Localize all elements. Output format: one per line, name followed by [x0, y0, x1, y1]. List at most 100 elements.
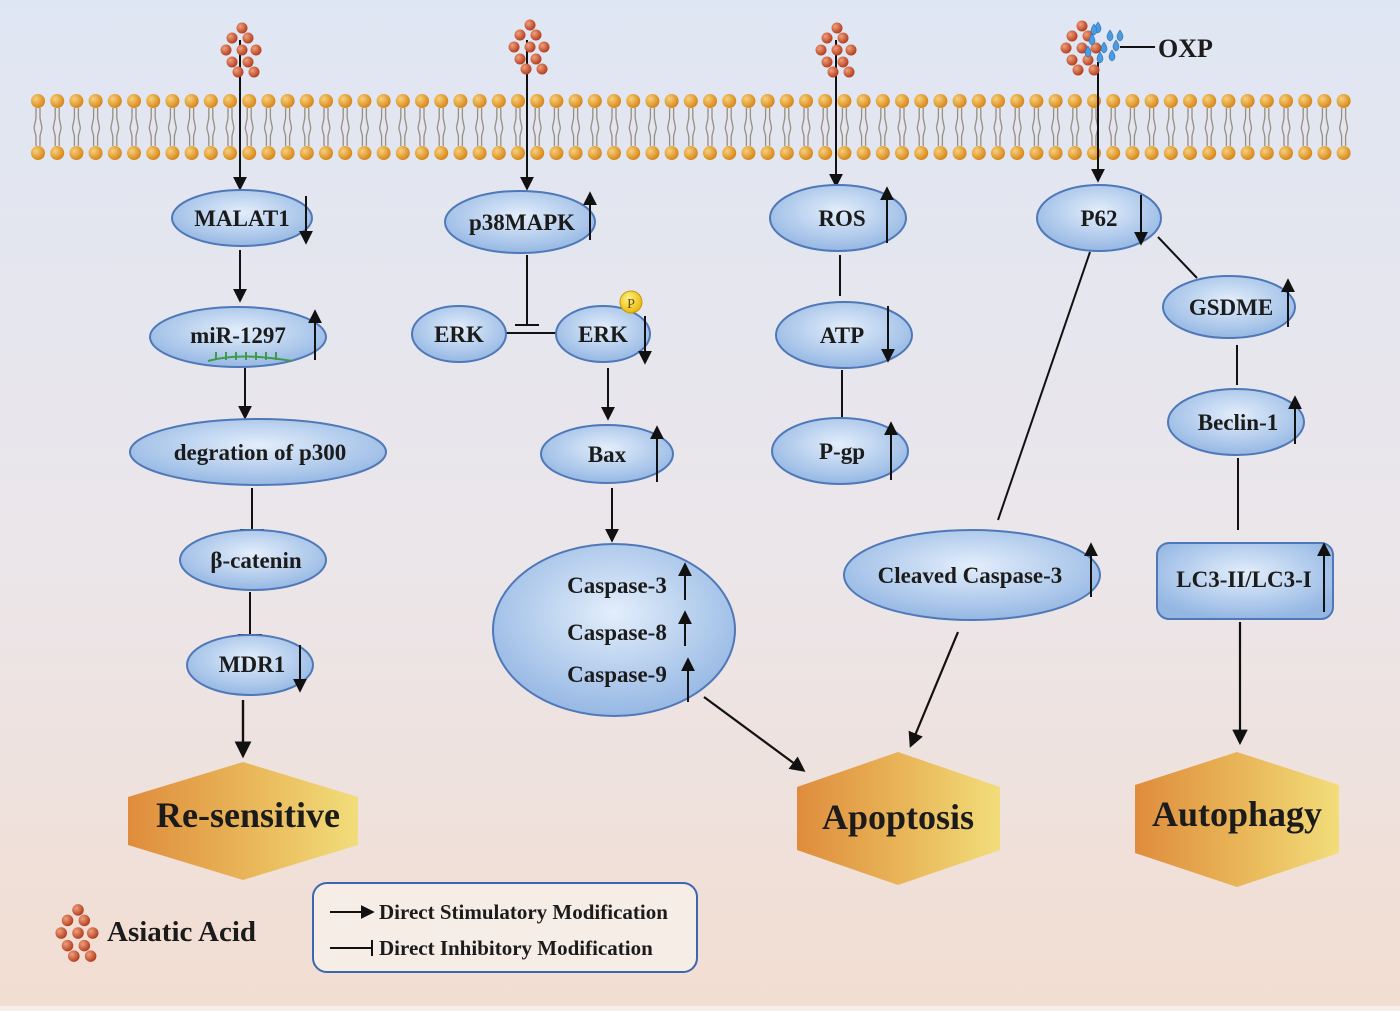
lipid	[88, 94, 103, 160]
lipid	[1336, 94, 1351, 160]
node-erk: ERK	[411, 305, 507, 363]
lipid	[971, 94, 986, 160]
node-ros-label: ROS	[818, 206, 865, 231]
node-pgp: P-gp	[771, 417, 909, 485]
lipid	[31, 94, 45, 160]
lipid	[165, 94, 180, 160]
regulation-arrows	[293, 186, 1331, 702]
node-erk-phospho: ERK P	[555, 290, 651, 363]
lipid	[799, 94, 813, 160]
lipid	[319, 94, 333, 160]
lipid	[607, 94, 621, 160]
lipid	[1106, 94, 1121, 160]
lipid	[741, 94, 756, 160]
legend: Direct Stimulatory Modification Direct I…	[312, 882, 698, 973]
node-layer: MALAT1 miR-1297 degration of p300 β-cate…	[129, 184, 1334, 717]
node-p300-label: degration of p300	[174, 440, 347, 465]
lipid	[1067, 94, 1082, 160]
asiatic-acid-icon	[508, 19, 550, 75]
lipid	[837, 94, 852, 160]
node-cleaved-caspase3-label: Cleaved Caspase-3	[878, 563, 1063, 588]
node-gsdme-label: GSDME	[1189, 295, 1273, 320]
lipid	[1163, 94, 1178, 160]
asiatic-acid-icon	[55, 904, 99, 962]
lipid	[1010, 94, 1025, 160]
lipid	[587, 94, 602, 160]
lipid	[568, 94, 583, 160]
phenotype-autophagy-label: Autophagy	[1152, 794, 1322, 834]
lipid	[1221, 94, 1236, 160]
lipid	[127, 94, 141, 160]
lipid	[280, 94, 295, 160]
lipid	[1048, 94, 1063, 160]
lipid	[491, 94, 506, 160]
lipid	[664, 94, 679, 160]
lipid	[818, 94, 833, 160]
lipid	[1202, 94, 1217, 160]
lipid	[242, 94, 257, 160]
lipid	[1183, 94, 1197, 160]
lipid	[357, 94, 372, 160]
arrow-cleaved-caspase3-to-apoptosis	[908, 631, 960, 748]
arrow-caspases-to-apoptosis	[703, 696, 806, 772]
lipid	[434, 94, 449, 160]
lipid	[645, 94, 660, 160]
asiatic-acid-icon	[815, 22, 857, 78]
oxp-molecule	[1084, 21, 1124, 64]
lipid	[472, 94, 487, 160]
key-asiatic-acid-label: Asiatic Acid	[107, 916, 256, 948]
lipid	[511, 94, 525, 160]
node-beclin1: Beclin-1	[1167, 388, 1305, 456]
lipid	[1279, 94, 1293, 160]
node-p300: degration of p300	[129, 418, 387, 486]
lipid	[530, 94, 545, 160]
node-erk-phospho-label: ERK	[578, 322, 628, 347]
phenotype-resensitive: Re-sensitive	[128, 762, 358, 880]
node-mir1297-label: miR-1297	[190, 323, 286, 348]
lipid	[779, 94, 794, 160]
lipid	[184, 94, 199, 160]
lipid	[1029, 94, 1044, 160]
lipid	[722, 94, 737, 160]
node-p38mapk-label: p38MAPK	[469, 210, 575, 235]
node-caspase9-label: Caspase-9	[567, 662, 667, 687]
lipid	[69, 94, 84, 160]
node-ros: ROS	[769, 184, 907, 252]
node-bcatenin-label: β-catenin	[210, 548, 302, 573]
lipid	[626, 94, 641, 160]
lipid	[703, 94, 717, 160]
lipid	[1240, 94, 1255, 160]
line-p62-to-cleaved-caspase3	[997, 251, 1091, 521]
lipid	[760, 94, 775, 160]
lipid	[875, 94, 890, 160]
phenotype-apoptosis: Apoptosis	[797, 752, 1000, 885]
lipid	[1298, 94, 1313, 160]
node-erk-label: ERK	[434, 322, 484, 347]
lipid	[338, 94, 353, 160]
node-bax: Bax	[540, 424, 674, 484]
key-asiatic-acid: Asiatic Acid	[55, 904, 256, 962]
lipid	[453, 94, 468, 160]
lipid	[1144, 94, 1159, 160]
lipid	[146, 94, 161, 160]
lipid	[223, 94, 237, 160]
lipid	[395, 94, 410, 160]
node-beclin1-label: Beclin-1	[1198, 410, 1279, 435]
node-bax-label: Bax	[588, 442, 627, 467]
phospho-badge-label: P	[627, 297, 635, 312]
lipid	[1259, 94, 1274, 160]
node-cleaved-caspase3: Cleaved Caspase-3	[843, 529, 1101, 621]
oxp-label: OXP	[1158, 34, 1213, 63]
lipid	[203, 94, 218, 160]
lipid	[415, 94, 429, 160]
node-mir1297: miR-1297	[149, 306, 327, 368]
asiatic-acid-molecules	[220, 19, 1102, 78]
node-caspase3-label: Caspase-3	[567, 573, 667, 598]
lipid	[952, 94, 967, 160]
mirna-binding-icon	[207, 352, 293, 362]
lipid	[549, 94, 564, 160]
phospho-badge-icon	[619, 290, 643, 314]
lipid	[933, 94, 948, 160]
